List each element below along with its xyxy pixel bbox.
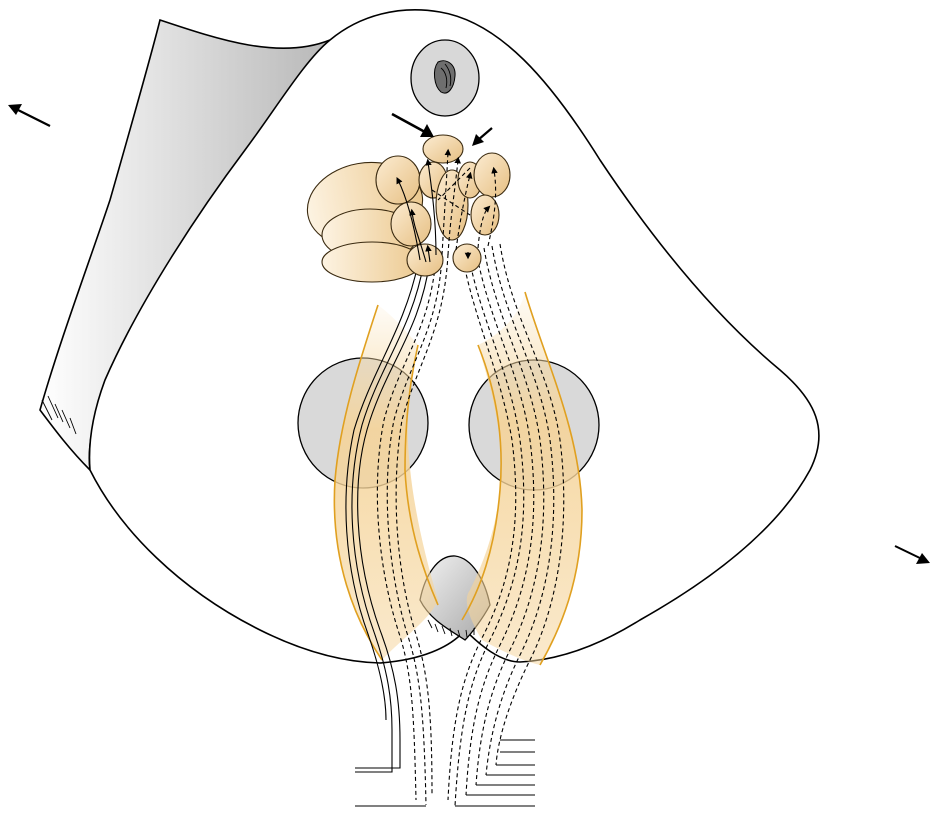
- node-h: [474, 153, 510, 197]
- arrow-icon-left-top: [8, 104, 50, 126]
- node-d: [423, 135, 463, 163]
- node-b: [391, 202, 431, 246]
- node-j: [453, 244, 481, 272]
- arrow-icon-right-bottom: [895, 546, 930, 564]
- lumen-core: [434, 61, 455, 93]
